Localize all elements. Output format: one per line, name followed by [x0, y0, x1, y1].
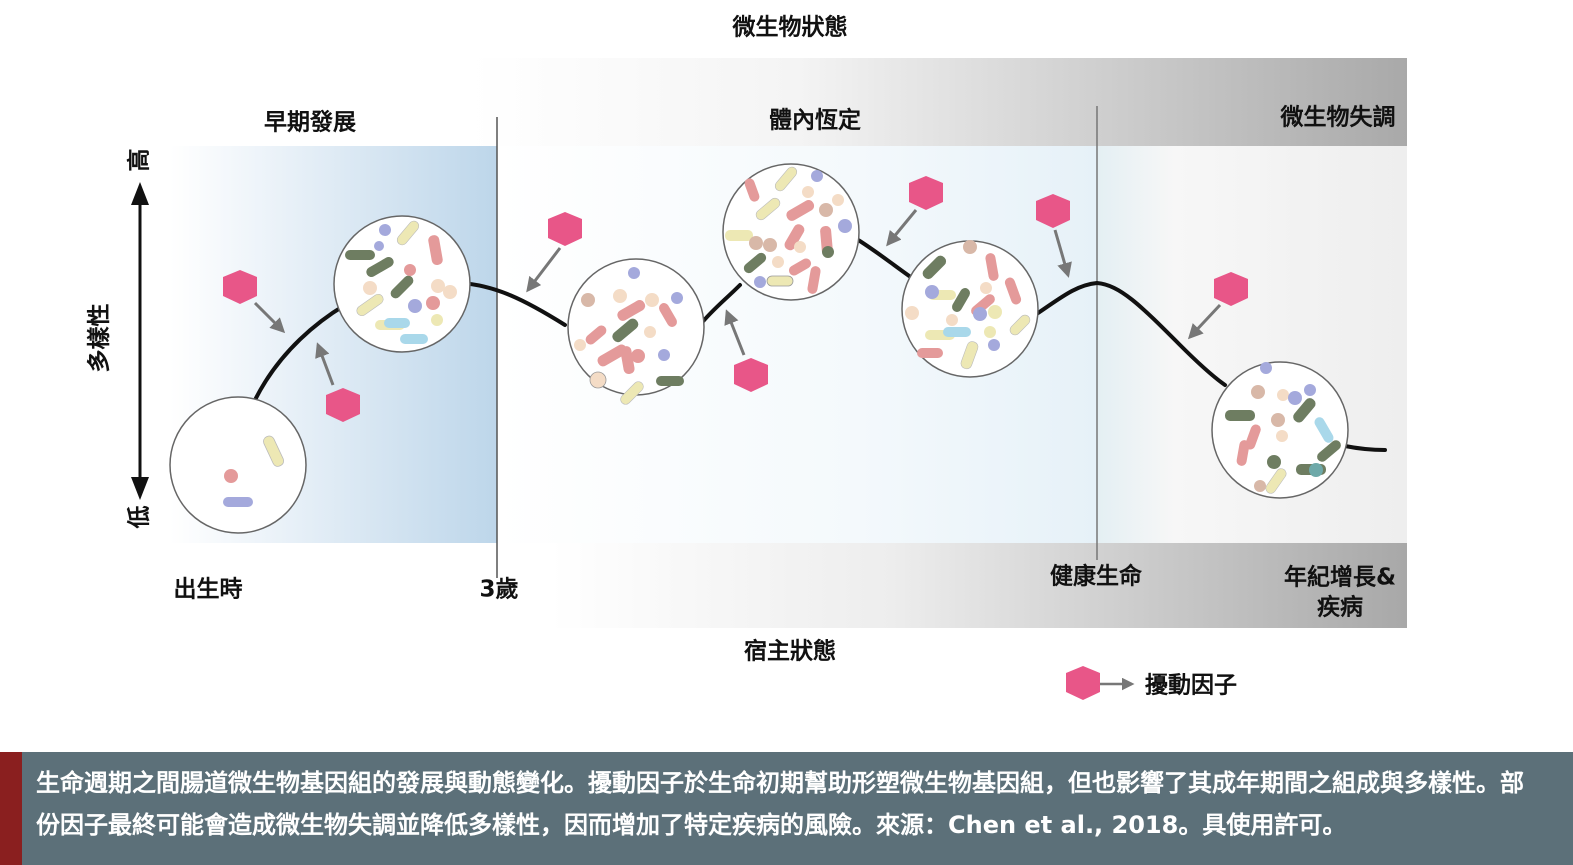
microbe-community-icon: [567, 258, 705, 405]
axis-arrow-down-icon: [131, 477, 149, 500]
dysbiosis-label: 微生物失調: [1280, 104, 1396, 131]
perturbation-hexagon-icon: [315, 342, 360, 422]
host-state-label: 宿主狀態: [744, 638, 836, 665]
legend-label: 擾動因子: [1145, 672, 1237, 699]
legend: 擾動因子: [1066, 666, 1237, 700]
figure-caption: 生命週期之間腸道微生物基因組的發展與動態變化。擾動因子於生命初期幫助形塑微生物基…: [36, 769, 1524, 839]
diversity-axis-label: 多樣性: [86, 304, 113, 373]
aging-label-line2: 疾病: [1317, 594, 1363, 621]
aging-label-line1: 年紀增長&: [1284, 564, 1396, 591]
microbe-community-icon: [169, 396, 307, 534]
diversity-curve: [253, 236, 1387, 452]
birth-label: 出生時: [174, 577, 243, 603]
age-3-label: 3歲: [479, 577, 518, 603]
microbial-state-band: [470, 58, 1407, 146]
perturbation-hexagon-icon: [1036, 194, 1072, 278]
microbe-community-icon: [1211, 361, 1349, 499]
microbial-state-label: 微生物狀態: [732, 14, 848, 41]
perturbation-hexagon-icon: [886, 176, 943, 247]
microbe-community-icon: [333, 215, 471, 353]
axis-low-label: 低: [127, 506, 153, 530]
axis-arrow-up-icon: [131, 182, 149, 205]
axis-high-label: 高: [126, 149, 153, 172]
perturbation-hexagon-icon: [724, 309, 768, 392]
legend-hexagon-icon: [1066, 666, 1100, 700]
microbe-community-icon: [901, 240, 1039, 378]
figure-caption-box: 生命週期之間腸道微生物基因組的發展與動態變化。擾動因子於生命初期幫助形塑微生物基…: [0, 752, 1573, 865]
microbe-community-icon: [722, 163, 860, 301]
healthy-life-label: 健康生命: [1050, 563, 1143, 590]
perturbation-hexagon-icon: [526, 212, 582, 293]
caption-accent-bar: [0, 752, 22, 865]
host-state-band: [550, 543, 1407, 628]
perturbation-hexagon-icon: [1187, 272, 1248, 340]
microbiome-lifecycle-diagram: 擾動因子 微生物狀態 早期發展 體內恆定 微生物失調 高 低 多樣性 出生時 3…: [86, 14, 1407, 700]
early-development-label: 早期發展: [264, 110, 356, 136]
perturbation-hexagon-icon: [223, 270, 286, 334]
homeostasis-label: 體內恆定: [769, 107, 861, 134]
